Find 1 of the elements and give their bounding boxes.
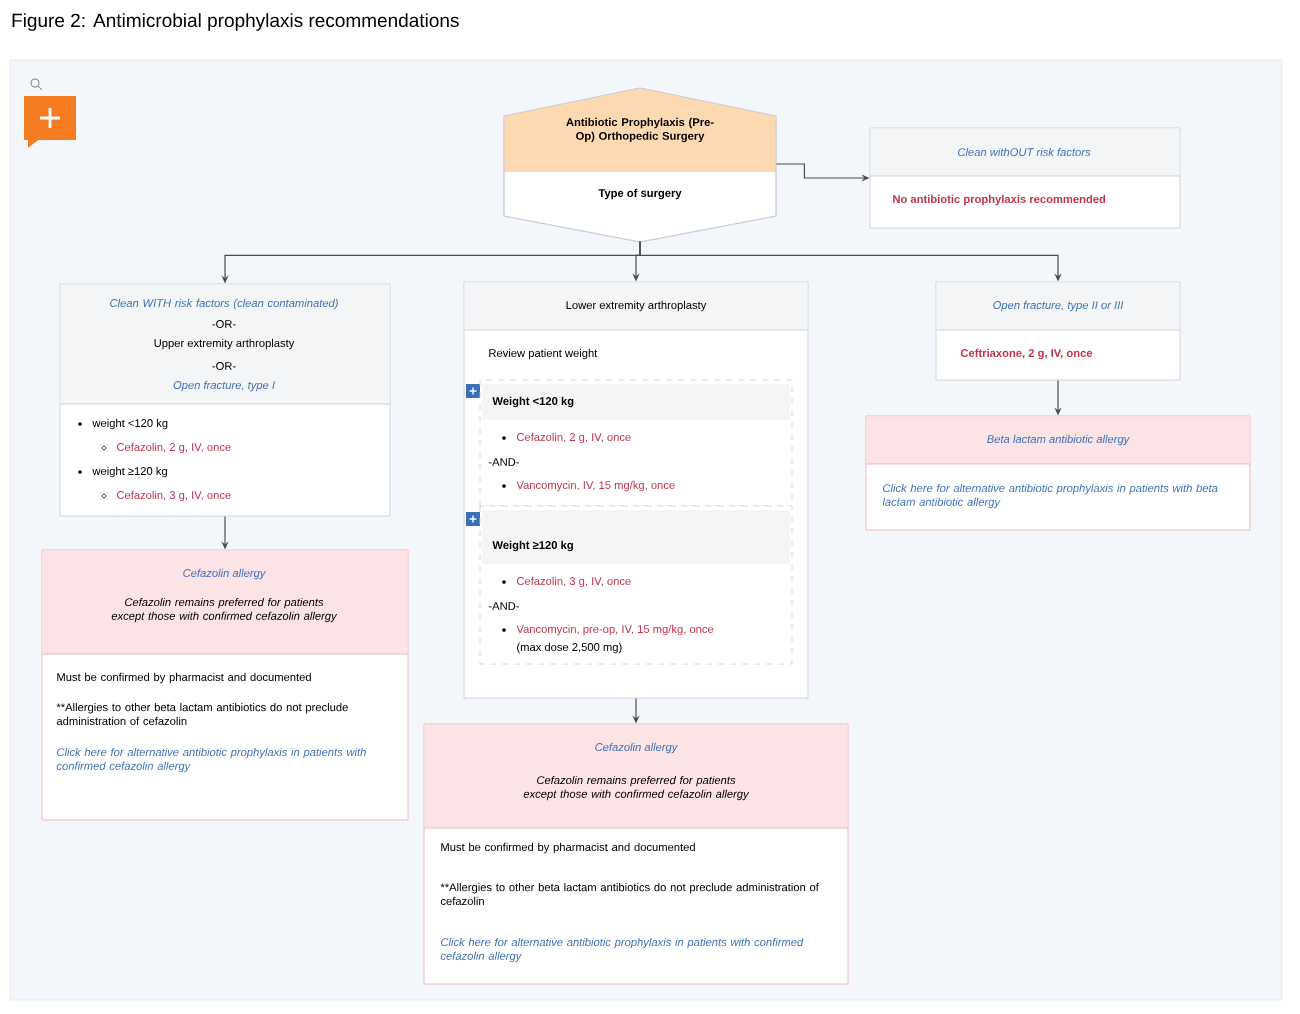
figure-title: Figure 2: Antimicrobial prophylaxis recommendations	[12, 13, 459, 31]
